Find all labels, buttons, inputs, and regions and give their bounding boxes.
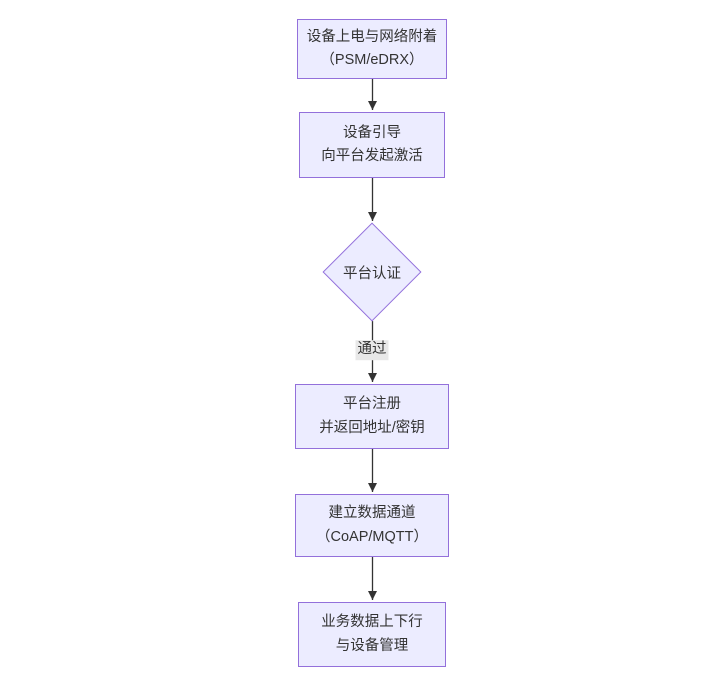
node-device-bootstrap-activate: 设备引导 向平台发起激活 [299,112,445,178]
node-device-power-network-attach: 设备上电与网络附着 （PSM/eDRX） [297,19,447,79]
node-establish-data-channel: 建立数据通道 （CoAP/MQTT） [295,494,449,557]
edge-label-pass: 通过 [355,340,389,360]
decision-platform-auth-label: 平台认证 [343,265,401,282]
node-business-data-device-mgmt: 业务数据上下行 与设备管理 [298,602,446,667]
node-platform-register: 平台注册 并返回地址/密钥 [295,384,449,449]
